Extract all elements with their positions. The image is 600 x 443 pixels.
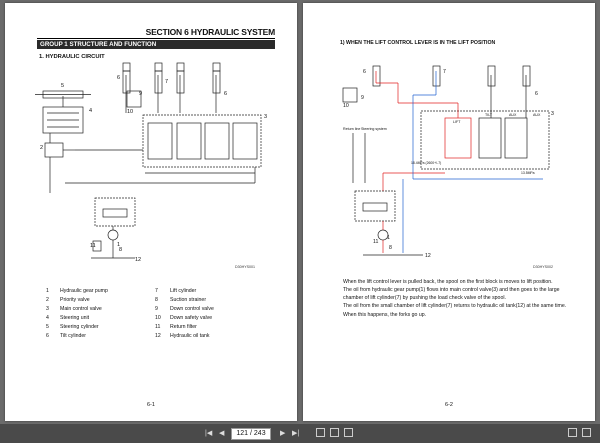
svg-text:10: 10	[343, 103, 349, 109]
fit-page-icon[interactable]	[330, 428, 339, 437]
pressure-right-label: 13.5MPa	[521, 171, 535, 175]
paragraph-line: When the lift control lever is pulled ba…	[343, 279, 553, 285]
svg-text:1: 1	[387, 235, 390, 241]
svg-text:11: 11	[373, 239, 378, 245]
aux2-spool-label: AUX	[533, 113, 541, 117]
svg-text:7: 7	[165, 79, 168, 85]
svg-text:6: 6	[224, 91, 227, 97]
svg-text:6: 6	[117, 75, 120, 81]
group-title: GROUP 1 STRUCTURE AND FUNCTION	[37, 40, 275, 49]
legend-num: 5	[46, 324, 49, 330]
legend-label: Down control valve	[170, 306, 214, 312]
legend-num: 12	[155, 333, 161, 339]
document-page-1: SECTION 6 HYDRAULIC SYSTEM GROUP 1 STRUC…	[5, 3, 297, 421]
svg-text:7: 7	[443, 69, 446, 75]
svg-text:8: 8	[389, 245, 392, 251]
svg-text:9: 9	[361, 95, 364, 101]
pressure-left-label: 18.4MPa (2600+/-7)	[411, 161, 442, 165]
legend-num: 9	[155, 306, 158, 312]
svg-text:6: 6	[535, 91, 538, 97]
paragraph-line: The oil from the small chamber of lift c…	[343, 303, 567, 309]
lift-position-heading: 1) WHEN THE LIFT CONTROL LEVER IS IN THE…	[340, 40, 496, 46]
svg-text:10: 10	[127, 109, 133, 115]
tilt-spool-label: TILT	[485, 113, 493, 117]
legend-label: Priority valve	[60, 297, 90, 303]
section-title: SECTION 6 HYDRAULIC SYSTEM	[145, 27, 276, 37]
legend-label: Hydraulic oil tank	[170, 333, 210, 339]
legend-num: 7	[155, 288, 158, 294]
legend-num: 10	[155, 315, 161, 321]
circuit-subtitle: 1. HYDRAULIC CIRCUIT	[39, 54, 105, 60]
last-page-button[interactable]: ▶|	[292, 430, 300, 437]
zoom-out-icon[interactable]	[316, 428, 325, 437]
viewer-toolbar: |◀ ◀ 121 / 243 ▶ ▶|	[0, 424, 600, 443]
return-line-label: Return line	[343, 127, 361, 131]
svg-text:11: 11	[90, 243, 96, 249]
next-page-button[interactable]: ▶	[280, 430, 286, 437]
legend-label: Suction strainer	[170, 297, 207, 303]
svg-text:5: 5	[61, 83, 64, 89]
legend-num: 3	[46, 306, 49, 312]
title-rule	[37, 38, 275, 39]
legend-label: Hydraulic gear pump	[60, 288, 108, 294]
svg-text:3: 3	[264, 114, 267, 120]
diagram-code: D30HYS001	[235, 265, 255, 269]
svg-text:4: 4	[89, 108, 92, 114]
svg-text:6: 6	[363, 69, 366, 75]
legend-label: Return filter	[170, 324, 197, 330]
legend-label: Down safety valve	[170, 315, 213, 321]
page-number: 6-2	[445, 402, 453, 408]
legend-label: Steering unit	[60, 315, 90, 321]
svg-text:12: 12	[425, 253, 431, 259]
paragraph-line: The oil from hydraulic gear pump(1) flow…	[343, 287, 560, 293]
menu-icon[interactable]	[582, 428, 591, 437]
legend-label: Tilt cylinder	[60, 333, 87, 339]
previous-page-button[interactable]: ◀	[219, 430, 225, 437]
document-page-2: 1) WHEN THE LIFT CONTROL LEVER IS IN THE…	[303, 3, 595, 421]
aux1-spool-label: AUX	[509, 113, 517, 117]
legend-num: 1	[46, 288, 49, 294]
svg-text:1: 1	[117, 242, 120, 248]
lift-spool-label: LIFT	[453, 120, 461, 124]
page-number: 6-1	[147, 402, 155, 408]
legend-num: 8	[155, 297, 158, 303]
legend-label: Lift cylinder	[170, 288, 197, 294]
legend-num: 4	[46, 315, 49, 321]
legend-num: 2	[46, 297, 49, 303]
zoom-in-icon[interactable]	[344, 428, 353, 437]
svg-text:12: 12	[135, 257, 141, 263]
legend-label: Main control valve	[60, 306, 102, 312]
diagram-code: D30HYS002	[533, 265, 553, 269]
paragraph-line: When this happens, the forks go up.	[343, 312, 427, 318]
legend-label: Steering cylinder	[60, 324, 99, 330]
svg-text:3: 3	[551, 111, 554, 117]
svg-text:2: 2	[40, 145, 43, 151]
svg-text:8: 8	[119, 247, 122, 253]
legend-num: 6	[46, 333, 49, 339]
first-page-button[interactable]: |◀	[205, 430, 213, 437]
steering-system-label: Steering system	[361, 127, 387, 131]
page-number-input[interactable]: 121 / 243	[231, 428, 271, 440]
fullscreen-icon[interactable]	[568, 428, 577, 437]
svg-text:9: 9	[139, 91, 142, 97]
paragraph-line: chamber of lift cylinder(7) by pushing t…	[343, 295, 506, 301]
legend-num: 11	[155, 324, 161, 330]
